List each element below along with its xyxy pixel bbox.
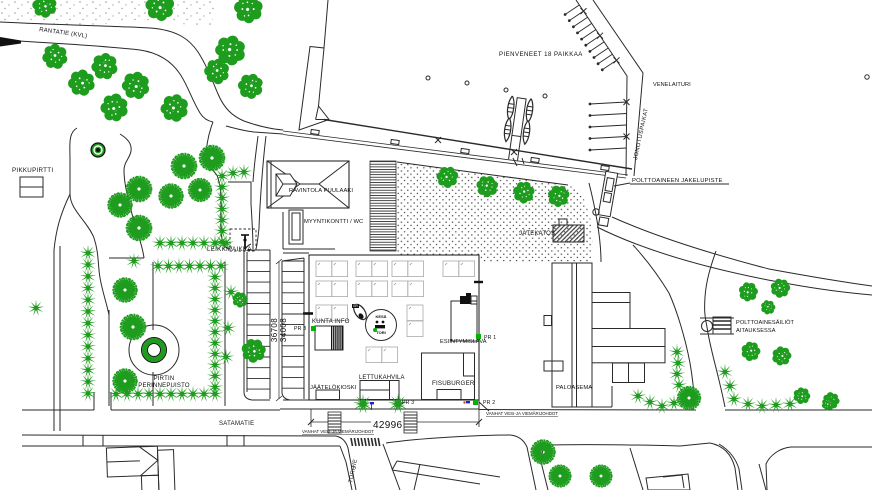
svg-text:PR 3: PR 3: [294, 326, 306, 332]
svg-text:PERINNEPUISTO: PERINNEPUISTO: [138, 383, 190, 389]
svg-text:TORI: TORI: [376, 330, 385, 335]
svg-text:ESIINTYMISLAVA: ESIINTYMISLAVA: [440, 339, 487, 345]
svg-text:GR: GR: [353, 304, 358, 308]
svg-text:KUNTA INFO: KUNTA INFO: [312, 319, 350, 325]
svg-text:KESÄ: KESÄ: [375, 314, 386, 319]
svg-text:PIKKUPIRTTI: PIKKUPIRTTI: [12, 167, 53, 174]
svg-text:PR 2: PR 2: [483, 400, 495, 406]
svg-text:MYYNTIKONTTI / WC: MYYNTIKONTTI / WC: [304, 219, 363, 225]
svg-text:JÄÄTELÖKIOSKI: JÄÄTELÖKIOSKI: [310, 384, 357, 391]
svg-text:VENELAITURI: VENELAITURI: [653, 82, 691, 88]
svg-text:POLTTOAINESÄILIÖT: POLTTOAINESÄILIÖT: [736, 319, 795, 326]
svg-text:RAVINTOLA PUULAAKI: RAVINTOLA PUULAAKI: [289, 188, 353, 194]
svg-text:SATAMATIE: SATAMATIE: [219, 421, 254, 427]
svg-text:PR 3: PR 3: [402, 400, 414, 406]
svg-text:LEIKKIPAIKKA: LEIKKIPAIKKA: [207, 246, 252, 253]
svg-text:PR 1: PR 1: [484, 335, 496, 341]
svg-text:PALOASEMA: PALOASEMA: [556, 385, 592, 391]
svg-text:h: h: [353, 465, 356, 471]
svg-text:POLTTOAINEEN JAKELUPISTE: POLTTOAINEEN JAKELUPISTE: [632, 178, 723, 184]
svg-text:AITAUKSESSA: AITAUKSESSA: [736, 328, 776, 334]
svg-text:42996: 42996: [373, 420, 402, 431]
svg-text:PIRTIN: PIRTIN: [154, 376, 175, 382]
svg-text:VANHAT VESI-JA VIEMÄRIJOHDOT: VANHAT VESI-JA VIEMÄRIJOHDOT: [302, 429, 374, 434]
svg-text:LETTUKAHVILA: LETTUKAHVILA: [359, 375, 405, 381]
svg-text:VANHAT VESI-JA VIEMÄRIJOHDOT: VANHAT VESI-JA VIEMÄRIJOHDOT: [486, 411, 558, 416]
svg-text:PIENVENEET 18 PAIKKAA: PIENVENEET 18 PAIKKAA: [499, 51, 583, 58]
svg-text:34008: 34008: [279, 318, 288, 342]
svg-text:36708: 36708: [270, 318, 279, 342]
svg-text:JÄTEKATOS: JÄTEKATOS: [519, 230, 555, 237]
svg-text:FISUBURGER: FISUBURGER: [432, 380, 475, 387]
svg-text:TORITIE: TORITIE: [348, 459, 359, 484]
